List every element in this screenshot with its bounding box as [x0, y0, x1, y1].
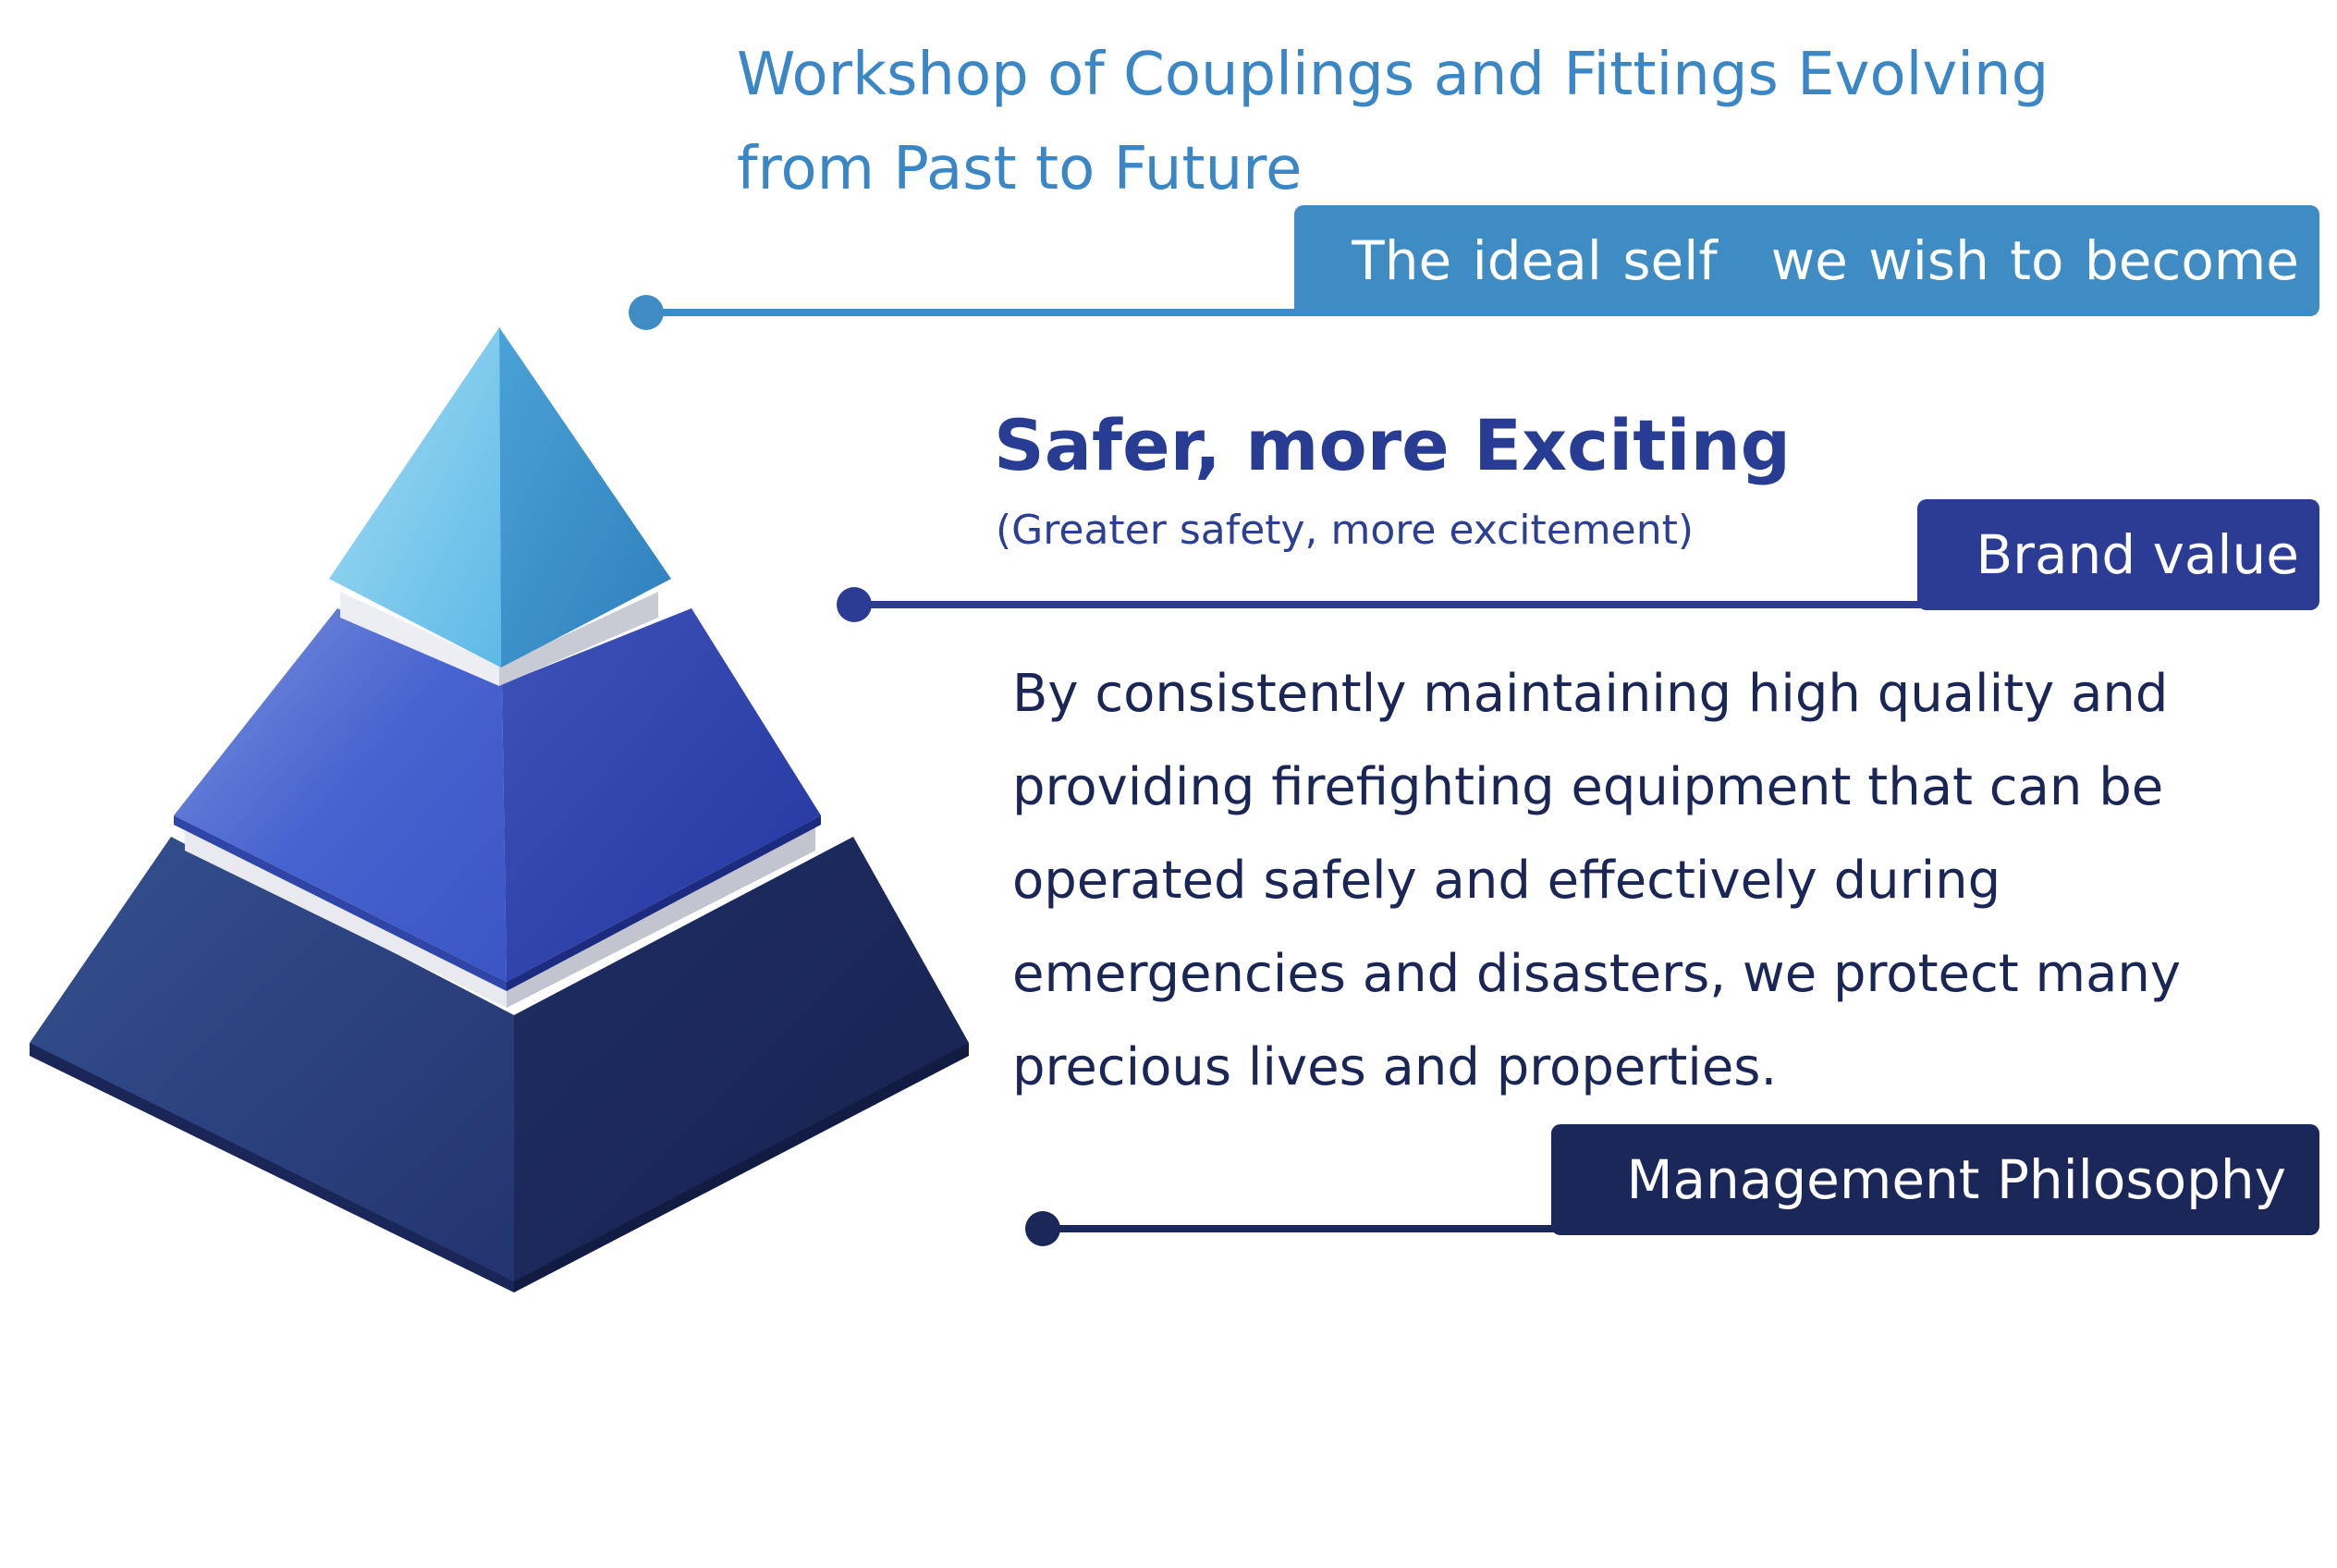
- vision-line: Workshop of Couplings and Fittings Evolv…: [737, 41, 2049, 109]
- philosophy-line: By consistently maintaining high quality…: [1012, 664, 2169, 724]
- vision-tag: The ideal self we wish to become: [1294, 205, 2319, 316]
- vision-connector-line: [647, 309, 1313, 316]
- philosophy-tag: Management Philosophy: [1551, 1124, 2319, 1235]
- brand-value-title: Safer, more Exciting: [994, 404, 1792, 486]
- philosophy-line: operated safely and effectively during: [1012, 851, 2001, 911]
- brand-value-subtitle: (Greater safety, more excitement): [996, 507, 1695, 554]
- philosophy-connector-dot: [1025, 1211, 1060, 1246]
- vision-connector-dot: [629, 295, 664, 330]
- philosophy-line: precious lives and properties.: [1012, 1037, 1778, 1097]
- brand-value-connector-line: [855, 601, 1927, 608]
- pyramid-tier-top: [329, 327, 671, 668]
- pyramid-tier-bottom: [30, 837, 969, 1292]
- pyramid-separator-upper: [340, 592, 658, 686]
- vision-line: from Past to Future: [737, 135, 1303, 203]
- brand-value-connector-dot: [837, 587, 872, 622]
- vision-statement: Workshop of Couplings and Fittings Evolv…: [737, 28, 2049, 216]
- pyramid-graphic: [30, 327, 969, 1292]
- philosophy-line: emergencies and disasters, we protect ma…: [1012, 944, 2182, 1004]
- philosophy-connector-line: [1045, 1225, 1562, 1232]
- philosophy-line: providing firefighting equipment that ca…: [1012, 757, 2164, 817]
- philosophy-statement: By consistently maintaining high quality…: [1012, 647, 2181, 1114]
- brand-value-tag: Brand value: [1917, 499, 2319, 610]
- pyramid-tier-middle: [174, 608, 821, 991]
